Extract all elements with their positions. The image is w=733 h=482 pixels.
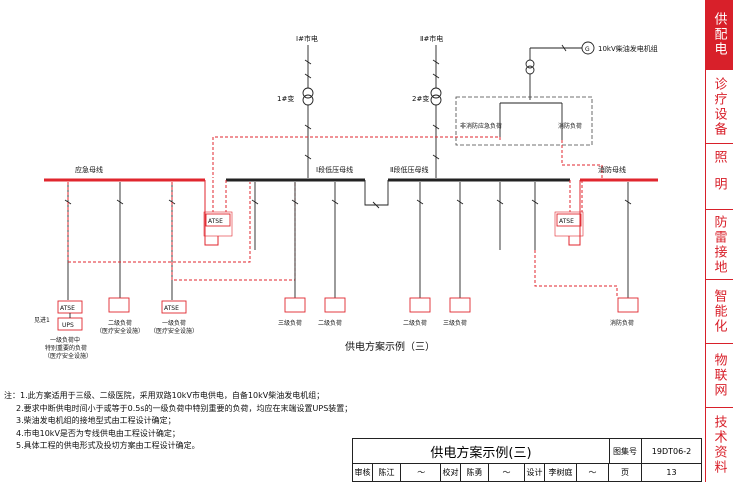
load-class1-special-3: （医疗安全设施） bbox=[44, 352, 92, 360]
tab-lightning-grounding[interactable]: 防雷接地 bbox=[705, 210, 733, 280]
atlas-no-label: 图集号 bbox=[609, 439, 642, 464]
utility-1-label: Ⅰ#市电 bbox=[296, 34, 318, 43]
transformer-1-icon bbox=[302, 87, 314, 106]
designer-signature: ～ bbox=[577, 464, 609, 481]
fire-bus-label: 消防母线 bbox=[598, 165, 626, 174]
tab-power-distribution[interactable]: 供配电 bbox=[705, 0, 733, 70]
transformer-2-label: 2#变 bbox=[412, 94, 429, 103]
diagram-caption: 供电方案示例（三） bbox=[345, 340, 435, 353]
gen-fire-load-label: 消防负荷 bbox=[558, 122, 582, 130]
tab-technical-data[interactable]: 技术资料 bbox=[711, 415, 727, 475]
atse-lower-2: ATSE bbox=[164, 305, 179, 312]
gen-nonfire-load-label: 非消防应急负荷 bbox=[460, 122, 502, 130]
checker-signature: ～ bbox=[489, 464, 525, 481]
note-2: 2.要求中断供电时间小于或等于0.5s的一级负荷中特别重要的负荷，均应在末端设置… bbox=[16, 403, 353, 413]
load-fire: 消防负荷 bbox=[610, 319, 634, 327]
load-box-class3-a bbox=[284, 297, 306, 313]
notes-prefix: 注： bbox=[4, 391, 20, 400]
note-5: 5.具体工程的供电形式及投切方案由工程设计确定。 bbox=[16, 441, 200, 450]
supply-1-label: 见进1 bbox=[34, 316, 50, 324]
ups-label: UPS bbox=[62, 322, 74, 329]
load-box-fire bbox=[617, 297, 639, 313]
load-class1-medical-1: 一级负荷 bbox=[162, 319, 186, 327]
lv-bus-2-label: Ⅱ段低压母线 bbox=[390, 165, 428, 174]
load-class2-a: 二级负荷 bbox=[318, 319, 342, 327]
checker: 陈勇 bbox=[461, 464, 489, 481]
reviewer: 陈江 bbox=[373, 464, 401, 481]
generator-symbol: G bbox=[585, 46, 590, 53]
note-4: 4.市电10kV是否为专线供电由工程设计确定； bbox=[16, 428, 180, 438]
tab-medical-equipment[interactable]: 诊疗设备 bbox=[705, 70, 733, 144]
drawing-title: 供电方案示例(三) bbox=[353, 439, 610, 464]
generator-label: 10kV柴油发电机组 bbox=[598, 44, 658, 53]
atse-upper-right: ATSE bbox=[559, 218, 574, 225]
load-box-class2-b bbox=[409, 297, 431, 313]
power-supply-diagram: .w{stroke:#222;stroke-width:0.9;fill:non… bbox=[34, 34, 658, 360]
tab-lighting[interactable]: 照明 bbox=[705, 144, 733, 210]
sidebar bbox=[705, 0, 733, 482]
notes-block: 注：1.此方案适用于三级、二级医院，采用双路10kV市电供电，自备10kV柴油发… bbox=[4, 390, 384, 453]
load-class2-b: 二级负荷 bbox=[403, 319, 427, 327]
note-3: 3.柴油发电机组的接地型式由工程设计确定； bbox=[16, 416, 176, 425]
design-label: 设计 bbox=[525, 464, 545, 481]
load-class3-a: 三级负荷 bbox=[278, 319, 302, 327]
load-class2-medical-2: （医疗安全设施） bbox=[96, 327, 144, 335]
load-class1-special-1: 一级负荷中 bbox=[50, 336, 80, 344]
check-label: 校对 bbox=[441, 464, 461, 481]
load-box-class2-a bbox=[324, 297, 346, 313]
load-class2-medical-1: 二级负荷 bbox=[108, 319, 132, 327]
load-class1-medical-2: （医疗安全设施） bbox=[150, 327, 198, 335]
tab-iot[interactable]: 物联网 bbox=[705, 344, 733, 408]
tab-intelligent[interactable]: 智能化 bbox=[705, 280, 733, 344]
reviewer-signature: ～ bbox=[401, 464, 441, 481]
review-label: 审核 bbox=[353, 464, 373, 481]
atse-lower-1: ATSE bbox=[60, 305, 75, 312]
utility-2-label: Ⅱ#市电 bbox=[420, 34, 443, 43]
load-box-class3-b bbox=[449, 297, 471, 313]
lv-bus-1-label: Ⅰ段低压母线 bbox=[316, 165, 353, 174]
atse-upper-left: ATSE bbox=[208, 218, 223, 225]
title-block: 供电方案示例(三) 图集号 19DT06-2 审核 陈江 ～ 校对 陈勇 ～ 设… bbox=[352, 438, 702, 482]
designer: 李树庭 bbox=[545, 464, 577, 481]
page-label: 页 bbox=[609, 464, 642, 481]
emergency-bus-label: 应急母线 bbox=[75, 165, 103, 174]
load-class1-special-2: 特别重要的负荷 bbox=[45, 344, 87, 352]
load-class3-b: 三级负荷 bbox=[443, 319, 467, 327]
note-1: 1.此方案适用于三级、二级医院，采用双路10kV市电供电，自备10kV柴油发电机… bbox=[20, 391, 325, 400]
page-no: 13 bbox=[666, 468, 677, 477]
load-box-class2-medical bbox=[108, 297, 130, 313]
transformer-2-icon bbox=[430, 87, 442, 106]
transformer-1-label: 1#变 bbox=[277, 94, 294, 103]
atlas-no: 19DT06-2 bbox=[642, 439, 701, 464]
